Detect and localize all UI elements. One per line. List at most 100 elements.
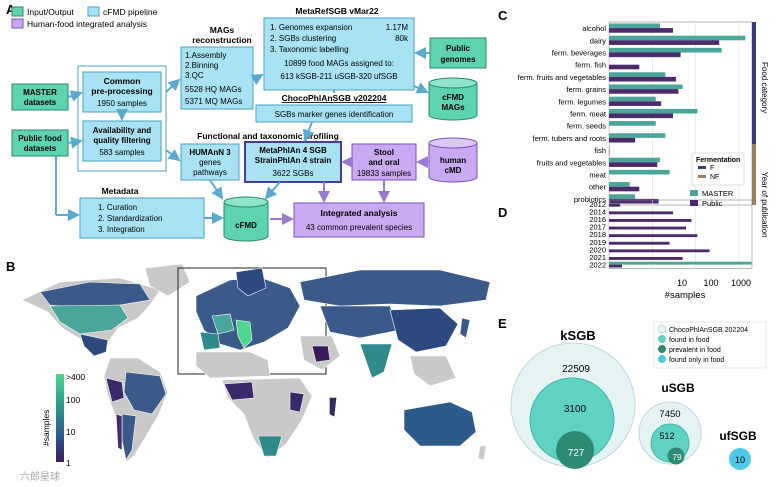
metaref-val-2: 80k [395,34,409,43]
panel-a-workflow: Input/Output cFMD pipeline Human-food in… [11,6,487,242]
profiling-title: Functional and taxonomic profiling [197,131,339,141]
map-peru [105,377,125,403]
bar-master [609,157,660,163]
venn-legend-4: found only in food [669,357,724,364]
bar-public [609,264,623,268]
legend-io: Input/Output [27,7,74,17]
panel-label-a: A [6,2,16,17]
map-south-africa [257,435,283,457]
dataset-legend-master: MASTER [702,189,734,198]
venn-legend-box [653,321,767,369]
ksgb-prevalent [556,431,594,469]
public-genomes-1: Public [446,44,471,53]
usgb-title: uSGB [661,381,695,395]
x-tick-1000: 1000 [731,278,751,288]
venn-legend-swatch-2 [658,335,666,343]
cfmd-label: cFMD [235,221,257,230]
map-usa [49,304,129,335]
panel-b-world-map: >400 100 10 1 #samples 六郎星球 [20,263,491,483]
panel-label-e: E [498,316,507,331]
fermentation-swatch-f [698,166,706,169]
ksgb-total: 22509 [562,364,590,375]
humann-box [180,143,240,181]
panel-label-b: B [6,259,15,274]
year-label: Year of publication [760,172,769,238]
bar-public [609,137,636,143]
mags-hq: 5528 HQ MAGs [185,85,241,94]
bar-master [609,47,722,53]
integrated-box [293,202,425,238]
bar-master [609,261,752,265]
map-mexico [79,333,109,357]
bar-master [609,121,656,126]
category-label: 2014 [589,207,606,216]
category-label: 2017 [589,223,606,232]
public-genomes-box [429,37,487,69]
category-label: meat [589,171,607,180]
preproc-1: Common [104,76,141,86]
map-legend-tick-max: >400 [66,372,85,382]
category-label: ferm. fish [575,61,606,70]
bar-public [609,203,621,207]
category-label: probiotics [574,195,606,204]
bar-public [609,198,659,204]
watermark: 六郎星球 [20,470,60,483]
mags-title-2: reconstruction [192,35,252,45]
venn-legend-1: ChocoPhlAnSGB 202204 [669,327,748,334]
map-legend-tick-100: 100 [66,395,80,405]
metaphlan-3: 3622 SGBs [273,169,314,178]
venn-legend-2: found in food [669,337,710,344]
bar-public [609,234,698,238]
humann-3: pathways [193,168,227,177]
map-italy [235,319,253,349]
fermentation-legend: Fermentation F NF [691,152,745,186]
map-new-zealand [477,445,487,461]
legend-swatch-io [11,6,24,17]
metadata-step-2: 2. Standardization [98,214,163,223]
dataset-swatch-master [690,190,698,196]
map-saudi [311,345,331,363]
preprocessing-box [82,71,162,113]
x-tick-10: 10 [677,278,687,288]
integrated-1: Integrated analysis [320,208,397,218]
venn-legend-swatch-3 [658,345,666,353]
map-india [359,343,393,379]
mags-title-1: MAGs [210,25,235,35]
usgb-total: 7450 [659,409,680,420]
venn-legend-swatch-4 [658,355,666,363]
humann-1: HUMAnN 3 [189,148,231,157]
bar-public [609,76,676,82]
map-australia [403,401,477,447]
ksgb-found-value: 3100 [564,404,587,415]
bar-master [609,145,610,151]
avail-1: Availability and [93,126,152,135]
humann-2: genes [199,158,221,167]
map-chile [115,413,123,451]
metaref-title: MetaRefSGB vMar22 [295,6,378,16]
bar-public [609,89,679,94]
bar-master [609,72,666,77]
mags-step-1: 1.Assembly [185,51,226,60]
metaref-val-1: 1.17M [386,23,409,32]
side-segment-nf [752,144,756,205]
avail-2: quality filtering [93,136,150,145]
category-label: 2020 [589,245,606,254]
public-genomes-2: genomes [440,55,476,64]
venn-legend-3: prevalent in food [669,347,721,354]
chocophlan-title: ChocoPhlAnSGB v202204 [282,93,387,103]
human-cmd-1: human [440,156,466,165]
category-label: 2016 [589,215,606,224]
fermentation-legend-title: Fermentation [696,157,740,164]
side-segment-f [752,22,756,144]
map-france [211,313,235,335]
metaref-sum-2: 613 kSGB-211 uSGB-320 ufSGB [280,72,397,81]
ufsgb-title: ufSGB [719,429,757,443]
map-scandinavia [235,267,267,297]
category-label: 2012 [589,200,606,209]
map-legend-tick-10: 10 [66,427,76,437]
bar-public [609,186,640,192]
bar-master [609,35,746,41]
food-category-label: Food category [760,62,769,113]
public-food-box [11,129,69,157]
ksgb-prevalent-value: 727 [568,448,585,459]
